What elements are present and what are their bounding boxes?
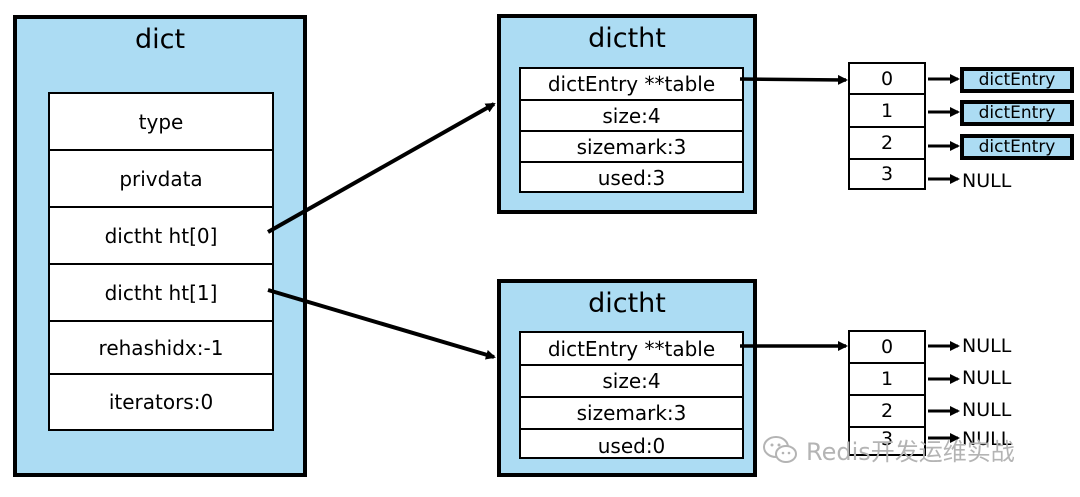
dict-field-rehashidx: rehashidx:-1: [50, 322, 272, 375]
dictht-1: dictht dictEntry **table size:4 sizemark…: [497, 279, 757, 477]
dict-field-list: type privdata dictht ht[0] dictht ht[1] …: [48, 92, 274, 431]
ht0-slot-2: 2: [848, 126, 926, 160]
dict-field-ht0: dictht ht[0]: [50, 208, 272, 265]
ht1-null-2: NULL: [962, 399, 1012, 421]
ht0-entry-0: dictEntry: [960, 67, 1074, 93]
dictht-1-field-used: used:0: [597, 433, 666, 458]
dict-field-ht1: dictht ht[1]: [50, 265, 272, 322]
dict-field-iterators: iterators:0: [108, 389, 214, 414]
dictht-0-field-list: dictEntry **table size:4 sizemark:3 used…: [519, 67, 744, 193]
ht1-null-3: NULL: [962, 428, 1012, 450]
ht1-null-1: NULL: [962, 367, 1012, 389]
watermark: Redis开发运维实战: [762, 432, 1015, 467]
arrow-ht0-table: [739, 74, 848, 85]
ht0-slot-0: 0: [848, 62, 926, 95]
watermark-text: Redis开发运维实战: [806, 438, 1015, 466]
dictht-1-title: dictht: [588, 288, 666, 319]
dictht-0-field-sizemark: sizemark:3: [521, 132, 742, 163]
wechat-icon: [763, 435, 797, 463]
ht1-slot-3: 3: [848, 426, 926, 456]
ht0-entry-1: dictEntry: [960, 100, 1074, 126]
dictht-1-field-size: size:4: [521, 366, 742, 398]
dictht-1-field-table: dictEntry **table: [521, 333, 742, 366]
dict-field-type: type: [50, 94, 272, 151]
ht1-null-0: NULL: [962, 335, 1012, 357]
ht0-entry-2: dictEntry: [960, 134, 1074, 160]
dictht-0-title: dictht: [588, 23, 666, 54]
dict-struct: dict type privdata dictht ht[0] dictht h…: [13, 15, 307, 477]
dict-title: dict: [134, 24, 186, 55]
dictht-0-field-used: used:3: [597, 166, 666, 190]
dict-field-privdata: privdata: [50, 151, 272, 208]
ht0-slot-3: 3: [848, 158, 926, 190]
ht0-null-3: NULL: [962, 170, 1012, 192]
dictht-0: dictht dictEntry **table size:4 sizemark…: [497, 14, 757, 214]
ht1-slot-2: 2: [848, 394, 926, 428]
arrow-ht0: [267, 102, 496, 234]
dictht-0-field-size: size:4: [521, 101, 742, 132]
ht1-slot-1: 1: [848, 362, 926, 396]
dictht-1-field-list: dictEntry **table size:4 sizemark:3 used…: [519, 331, 744, 459]
dictht-0-field-table: dictEntry **table: [521, 69, 742, 101]
dictht-1-field-sizemark: sizemark:3: [521, 398, 742, 430]
arrow-ht1: [267, 288, 496, 360]
